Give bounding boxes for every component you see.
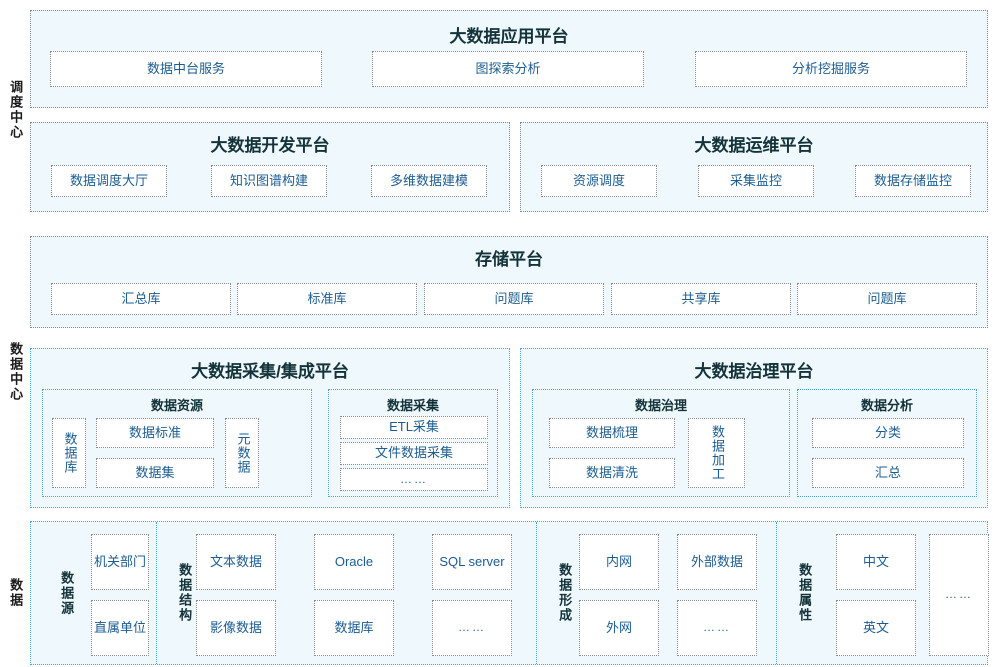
subpanel-data-collection: 数据采集 ETL采集 文件数据采集 …… (328, 389, 498, 497)
data-attribute-chinese[interactable]: 中文 (836, 534, 916, 590)
development-platform-title: 大数据开发平台 (210, 136, 330, 155)
data-formation-extranet[interactable]: 外网 (579, 600, 659, 656)
group-label-data-structure: 数据结构 (177, 563, 193, 623)
dev-item-scheduling-hall[interactable]: 数据调度大厅 (51, 165, 167, 197)
storage-item-summary-db[interactable]: 汇总库 (51, 283, 231, 315)
data-governance-combing[interactable]: 数据梳理 (549, 418, 675, 448)
group-label-data-formation: 数据形成 (557, 563, 573, 623)
panel-governance-platform: 大数据治理平台 数据治理 数据梳理 数据清洗 数据加工 数据分析 分类 汇总 (520, 348, 988, 508)
ops-item-collection-monitor[interactable]: 采集监控 (698, 165, 814, 197)
group-label-data-formation-wrap: 数据形成 (545, 522, 583, 664)
panel-operations-platform: 大数据运维平台 资源调度 采集监控 数据存储监控 (520, 122, 988, 212)
dev-item-multidim-modeling[interactable]: 多维数据建模 (371, 165, 487, 197)
data-governance-processing[interactable]: 数据加工 (688, 418, 745, 488)
data-attribute-more[interactable]: …… (929, 534, 989, 656)
data-formation-external[interactable]: 外部数据 (677, 534, 757, 590)
rail-label-dispatch-center: 调度中心 (8, 80, 24, 140)
governance-platform-title: 大数据治理平台 (694, 362, 814, 381)
data-structure-text[interactable]: 文本数据 (196, 534, 276, 590)
data-resource-data-standard[interactable]: 数据标准 (96, 418, 214, 448)
operations-platform-title: 大数据运维平台 (694, 136, 814, 155)
data-resource-metadata[interactable]: 元数据 (225, 418, 259, 488)
data-source-direct-unit[interactable]: 直属单位 (91, 600, 149, 656)
application-platform-title: 大数据应用平台 (449, 27, 569, 46)
data-source-agency[interactable]: 机关部门 (91, 534, 149, 590)
group-label-data-source-wrap: 数据源 (47, 522, 85, 664)
ops-item-storage-monitor[interactable]: 数据存储监控 (855, 165, 971, 197)
rail-label-data-center: 数据中心 (8, 342, 24, 402)
collection-platform-title: 大数据采集/集成平台 (191, 362, 349, 381)
group-label-data-attribute: 数据属性 (797, 563, 813, 623)
rail-dispatch-center: 调度中心 (0, 10, 30, 210)
data-governance-title: 数据治理 (634, 398, 687, 413)
storage-platform-title: 存储平台 (475, 250, 543, 269)
data-resource-dataset[interactable]: 数据集 (96, 458, 214, 488)
group-label-data-structure-wrap: 数据结构 (165, 522, 203, 664)
storage-item-issue-db-2[interactable]: 问题库 (797, 283, 977, 315)
data-analysis-title: 数据分析 (860, 398, 913, 413)
data-formation-more[interactable]: …… (677, 600, 757, 656)
separator-3 (776, 522, 777, 664)
subpanel-data-analysis: 数据分析 分类 汇总 (797, 389, 977, 497)
panel-storage-platform: 存储平台 汇总库 标准库 问题库 共享库 问题库 (30, 236, 988, 328)
group-label-data-attribute-wrap: 数据属性 (785, 522, 823, 664)
data-collection-etl[interactable]: ETL采集 (340, 416, 488, 439)
data-analysis-summary[interactable]: 汇总 (812, 458, 964, 488)
app-item-graph-exploration[interactable]: 图探索分析 (372, 51, 644, 87)
panel-development-platform: 大数据开发平台 数据调度大厅 知识图谱构建 多维数据建模 (30, 122, 510, 212)
separator-1 (156, 522, 157, 664)
data-collection-title: 数据采集 (386, 398, 439, 413)
data-analysis-classification[interactable]: 分类 (812, 418, 964, 448)
storage-item-standard-db[interactable]: 标准库 (237, 283, 417, 315)
data-collection-file[interactable]: 文件数据采集 (340, 442, 488, 465)
data-structure-oracle[interactable]: Oracle (314, 534, 394, 590)
panel-application-platform: 大数据应用平台 数据中台服务 图探索分析 分析挖掘服务 (30, 10, 988, 108)
data-structure-database[interactable]: 数据库 (314, 600, 394, 656)
data-resource-title: 数据资源 (150, 398, 203, 413)
app-item-data-middle-platform[interactable]: 数据中台服务 (50, 51, 322, 87)
data-governance-cleaning[interactable]: 数据清洗 (549, 458, 675, 488)
subpanel-data-governance: 数据治理 数据梳理 数据清洗 数据加工 (532, 389, 790, 497)
storage-item-issue-db-1[interactable]: 问题库 (424, 283, 604, 315)
data-structure-more[interactable]: …… (432, 600, 512, 656)
panel-data-sources: 数据源 机关部门 直属单位 数据结构 文本数据 Oracle SQL serve… (30, 521, 989, 665)
separator-2 (536, 522, 537, 664)
rail-label-data: 数据 (8, 578, 24, 608)
data-collection-more[interactable]: …… (340, 468, 488, 491)
group-label-data-source: 数据源 (59, 570, 75, 616)
ops-item-resource-scheduling[interactable]: 资源调度 (541, 165, 657, 197)
dev-item-knowledge-graph[interactable]: 知识图谱构建 (211, 165, 327, 197)
data-structure-image[interactable]: 影像数据 (196, 600, 276, 656)
data-attribute-english[interactable]: 英文 (836, 600, 916, 656)
rail-data-center: 数据中心 (0, 236, 30, 508)
data-resource-database[interactable]: 数据库 (52, 418, 86, 488)
storage-item-shared-db[interactable]: 共享库 (611, 283, 791, 315)
rail-data: 数据 (0, 521, 30, 665)
subpanel-data-resource: 数据资源 数据库 数据标准 数据集 元数据 (42, 389, 312, 497)
app-item-analysis-mining[interactable]: 分析挖掘服务 (695, 51, 967, 87)
data-structure-sqlserver[interactable]: SQL server (432, 534, 512, 590)
data-formation-intranet[interactable]: 内网 (579, 534, 659, 590)
panel-collection-platform: 大数据采集/集成平台 数据资源 数据库 数据标准 数据集 元数据 数据采集 ET… (30, 348, 510, 508)
